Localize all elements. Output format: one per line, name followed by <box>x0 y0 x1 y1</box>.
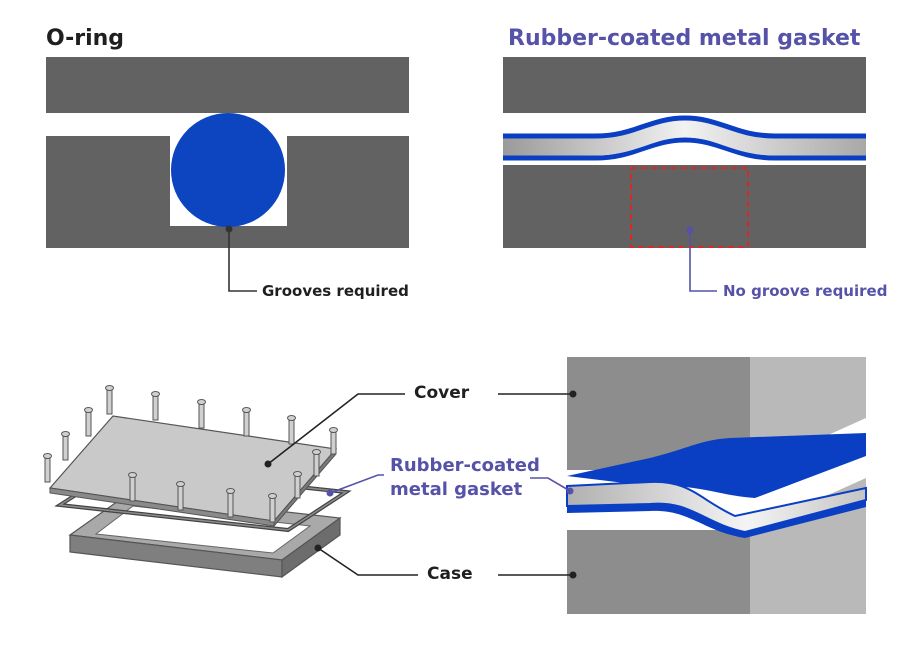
rubber-gasket-title: Rubber-coated metal gasket <box>508 26 861 51</box>
no-groove-leader-line <box>689 230 717 292</box>
cover-plate <box>48 415 338 528</box>
no-groove-required-label: No groove required <box>723 282 888 300</box>
gasket-3d-bottom-coating <box>567 500 866 538</box>
cover-block-front <box>567 357 750 470</box>
gasket-diagram <box>503 57 866 292</box>
gasket-bottom-coating <box>503 137 866 161</box>
gasket-top-coating <box>503 115 866 139</box>
bolts <box>43 385 338 523</box>
case-label: Case <box>427 564 473 584</box>
block-cross-section <box>498 357 867 614</box>
o-ring-title: O-ring <box>46 26 125 51</box>
groove-leader-line <box>228 229 257 292</box>
cover-label: Cover <box>414 383 470 403</box>
gasket-label: Rubber-coated metal gasket <box>390 454 540 502</box>
o-ring-diagram <box>46 57 409 292</box>
gasket-block-leader <box>530 477 571 492</box>
exploded-assembly <box>43 385 418 579</box>
gasket-metal-core <box>503 120 866 156</box>
upper-plate-right <box>503 57 866 113</box>
grooves-required-label: Grooves required <box>262 282 409 300</box>
case-leader-line <box>317 547 418 576</box>
cover-leader-line <box>267 393 405 465</box>
gasket-leader-line <box>329 474 384 494</box>
gasket-label-line2: metal gasket <box>390 479 523 500</box>
gasket-label-line1: Rubber-coated <box>390 455 540 476</box>
lower-plate-right <box>503 165 866 248</box>
lower-plate-with-groove <box>46 136 409 248</box>
case-block-front <box>567 530 750 614</box>
o-ring-seal <box>171 113 285 227</box>
upper-plate <box>46 57 409 113</box>
